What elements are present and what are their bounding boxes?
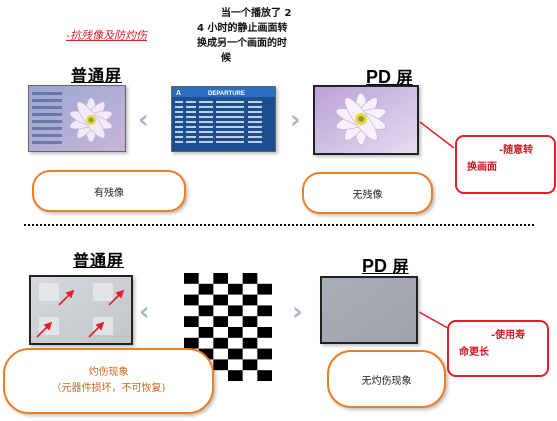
burnin-picture xyxy=(31,277,131,343)
result-no-burnin: 无灼伤现象 xyxy=(361,375,412,387)
scenario-caption: 当一个播放了 2 4 小时的静止画面转 换成另一个画面的时 候 xyxy=(197,6,315,66)
checker-square xyxy=(257,305,272,317)
result-afterimage-pill: 有残像 xyxy=(32,170,186,212)
afterimage-picture xyxy=(29,86,125,151)
checker-square xyxy=(242,359,258,371)
checker-square xyxy=(228,305,243,317)
caption-line: 换成另一个画面的时 xyxy=(197,38,287,49)
departure-board: A DEPARTURE xyxy=(171,86,276,152)
caption-line: 4 小时的静止画面转 xyxy=(197,23,288,34)
result-burnin-pill: 灼伤现象 （元器件损坏，不可恢复) xyxy=(3,348,214,414)
checker-square xyxy=(228,283,243,295)
checker-square xyxy=(213,337,228,349)
checker-square xyxy=(257,327,272,338)
checker-square xyxy=(228,327,243,338)
normal-screen-burnin xyxy=(29,275,133,345)
section-divider xyxy=(24,224,534,226)
pd-screen-no-burnin xyxy=(320,276,418,344)
checker-square xyxy=(184,273,199,284)
checker-square xyxy=(213,359,228,371)
callout-line: 换画面 xyxy=(467,162,497,173)
chevron-right-icon: › xyxy=(292,297,303,327)
checker-square xyxy=(213,316,228,327)
pd-screen-label-top: PD 屏 xyxy=(366,64,413,88)
departure-gate: A xyxy=(176,90,181,97)
pd-label-prefix: PD xyxy=(366,67,392,87)
pd-label-suffix: 屏 xyxy=(392,257,409,276)
result-burnin: 灼伤现象 xyxy=(88,367,129,378)
result-no-afterimage: 无残像 xyxy=(352,189,383,201)
normal-screen-afterimage xyxy=(28,85,126,152)
callout-pointer-top xyxy=(419,121,455,149)
checker-square xyxy=(184,316,199,327)
checker-square xyxy=(198,327,214,338)
pd-screen-clean xyxy=(313,85,419,155)
callout-line: -使用寿 xyxy=(491,330,526,341)
pd-label-suffix: 屏 xyxy=(396,68,413,87)
uniform-gray-picture xyxy=(322,278,416,342)
checker-square xyxy=(242,316,258,327)
checker-square xyxy=(242,294,258,306)
normal-screen-label-bottom: 普通屏 xyxy=(73,251,125,270)
checker-square xyxy=(228,370,243,381)
chevron-left-icon: ‹ xyxy=(138,105,149,135)
result-burnin-note: （元器件损坏，不可恢复) xyxy=(51,383,166,394)
checker-square xyxy=(242,337,258,349)
callout-free-switch: -随意转 换画面 xyxy=(455,135,556,194)
checker-square xyxy=(228,348,243,360)
checker-square xyxy=(213,273,228,284)
departure-title: DEPARTURE xyxy=(208,91,245,97)
checker-square xyxy=(257,283,272,295)
checker-square xyxy=(184,337,199,349)
checker-square xyxy=(257,348,272,360)
caption-line: 当一个播放了 2 xyxy=(221,8,292,19)
departure-board-graphic: A DEPARTURE xyxy=(172,87,275,151)
checker-square xyxy=(257,370,272,381)
callout-line: 命更长 xyxy=(459,347,489,358)
checker-square xyxy=(198,305,214,317)
result-no-burnin-pill: 无灼伤现象 xyxy=(327,350,446,408)
clean-flower-picture xyxy=(315,87,417,153)
pd-screen-label-bottom: PD 屏 xyxy=(362,253,409,277)
callout-line: -随意转 xyxy=(499,145,534,156)
result-no-afterimage-pill: 无残像 xyxy=(302,172,433,214)
checker-square xyxy=(198,348,214,360)
callout-longer-life: -使用寿 命更长 xyxy=(447,320,549,377)
checkerboard-pattern xyxy=(184,273,272,381)
checker-square xyxy=(184,294,199,306)
checker-square xyxy=(242,273,258,284)
normal-screen-label-top: 普通屏 xyxy=(71,66,123,85)
checker-square xyxy=(213,294,228,306)
chevron-right-icon: › xyxy=(290,105,301,135)
section-title: -抗残像及防灼伤 xyxy=(66,29,147,42)
chevron-left-icon: ‹ xyxy=(139,297,150,327)
pd-label-prefix: PD xyxy=(362,256,388,276)
result-afterimage: 有残像 xyxy=(94,187,124,199)
caption-line: 候 xyxy=(221,53,231,64)
checker-square xyxy=(198,283,214,295)
